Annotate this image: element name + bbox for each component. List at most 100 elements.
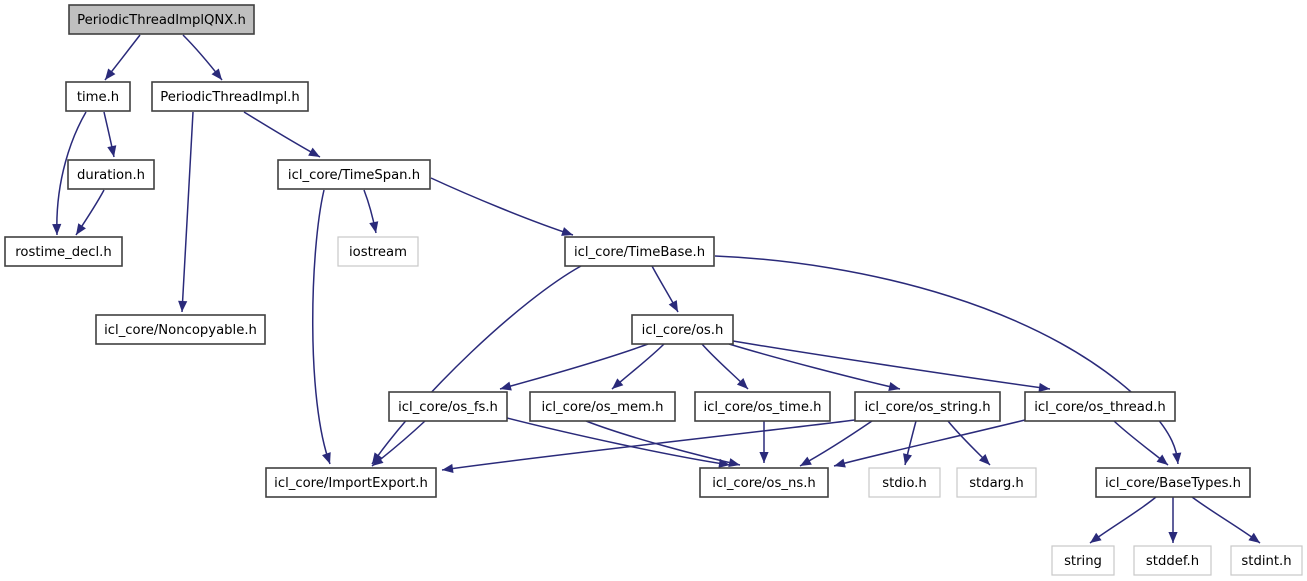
arrowhead-icon [612, 378, 624, 389]
arrowhead-icon [500, 381, 512, 391]
edge-timebase-to-importexport [371, 265, 582, 465]
node-label-rostime: rostime_decl.h [15, 245, 111, 260]
edge-os-to-os_time [701, 343, 749, 390]
arrowhead-icon [728, 458, 740, 468]
arrowhead-icon [1248, 532, 1260, 543]
node-box-timespan[interactable] [277, 159, 431, 190]
node-os_ns[interactable]: icl_core/os_ns.h [699, 467, 829, 498]
node-pti[interactable]: PeriodicThreadImpl.h [151, 81, 309, 112]
node-label-os_thread: icl_core/os_thread.h [1034, 400, 1166, 415]
node-box-time[interactable] [65, 81, 131, 112]
node-box-stdarg[interactable] [956, 467, 1037, 498]
node-label-os_time: icl_core/os_time.h [703, 400, 821, 415]
edge-timespan-to-timebase [430, 177, 574, 236]
arrowhead-icon [372, 455, 384, 466]
node-label-timespan: icl_core/TimeSpan.h [288, 168, 420, 183]
node-label-root: PeriodicThreadImplQNX.h [77, 13, 246, 28]
node-timespan[interactable]: icl_core/TimeSpan.h [277, 159, 431, 190]
edge-time-to-duration [103, 111, 117, 158]
edge-os_fs-to-os_ns [506, 417, 731, 468]
node-box-os_ns[interactable] [699, 467, 829, 498]
arrowhead-icon [736, 378, 748, 389]
edge-os_string-to-os_ns [799, 420, 873, 467]
node-time[interactable]: time.h [65, 81, 131, 112]
edge-basetypes-to-stddef [1168, 497, 1178, 543]
arrowhead-icon [1168, 532, 1178, 543]
node-box-os_time[interactable] [694, 391, 831, 422]
edge-os-to-os_mem [611, 343, 665, 390]
node-duration[interactable]: duration.h [67, 159, 155, 190]
arrowhead-icon [978, 453, 990, 465]
arrowhead-icon [1090, 532, 1102, 543]
node-timebase[interactable]: icl_core/TimeBase.h [564, 236, 715, 267]
arrowhead-icon [834, 458, 846, 468]
node-label-os: icl_core/os.h [642, 323, 724, 338]
node-box-pti[interactable] [151, 81, 309, 112]
node-os_string[interactable]: icl_core/os_string.h [854, 391, 1001, 422]
node-box-timebase[interactable] [564, 236, 715, 267]
arrowhead-icon [800, 456, 812, 466]
node-os_time[interactable]: icl_core/os_time.h [694, 391, 831, 422]
node-box-stdint[interactable] [1230, 545, 1303, 576]
node-box-root[interactable] [68, 4, 255, 35]
edge-timebase-to-os [651, 265, 679, 313]
node-box-basetypes[interactable] [1095, 467, 1251, 498]
node-os_thread[interactable]: icl_core/os_thread.h [1024, 391, 1176, 422]
node-box-os_string[interactable] [854, 391, 1001, 422]
node-box-os[interactable] [631, 314, 734, 345]
edge-basetypes-to-stdint [1191, 496, 1261, 544]
node-string[interactable]: string [1051, 545, 1115, 576]
node-rostime[interactable]: rostime_decl.h [4, 236, 123, 267]
node-label-stdarg: stdarg.h [969, 476, 1024, 491]
edge-timebase-to-basetypes [714, 255, 1182, 465]
edge-time-to-rostime [52, 111, 87, 236]
node-box-stdio[interactable] [868, 467, 941, 498]
edge-timespan-to-iostream [363, 189, 379, 234]
edge-os-to-os_string [728, 343, 901, 392]
edge-os-to-os_fs [499, 343, 649, 391]
node-stdio[interactable]: stdio.h [868, 467, 941, 498]
node-label-iostream: iostream [349, 245, 407, 260]
node-root[interactable]: PeriodicThreadImplQNX.h [68, 4, 255, 35]
arrowhead-icon [759, 452, 769, 463]
arrowhead-icon [52, 223, 62, 235]
node-box-os_thread[interactable] [1024, 391, 1176, 422]
node-label-os_ns: icl_core/os_ns.h [712, 476, 816, 491]
node-label-timebase: icl_core/TimeBase.h [574, 245, 705, 260]
edge-root-to-pti [182, 34, 223, 81]
edge-basetypes-to-string [1089, 496, 1157, 544]
node-importexport[interactable]: icl_core/ImportExport.h [265, 467, 437, 498]
node-box-duration[interactable] [67, 159, 155, 190]
node-box-os_fs[interactable] [388, 391, 508, 422]
node-stddef[interactable]: stddef.h [1133, 545, 1212, 576]
edges-layer [52, 34, 1261, 544]
node-basetypes[interactable]: icl_core/BaseTypes.h [1095, 467, 1251, 498]
node-label-os_string: icl_core/os_string.h [864, 400, 990, 415]
node-iostream[interactable]: iostream [337, 236, 419, 267]
node-box-string[interactable] [1051, 545, 1115, 576]
node-stdarg[interactable]: stdarg.h [956, 467, 1037, 498]
node-stdint[interactable]: stdint.h [1230, 545, 1303, 576]
node-os[interactable]: icl_core/os.h [631, 314, 734, 345]
node-box-stddef[interactable] [1133, 545, 1212, 576]
node-box-importexport[interactable] [265, 467, 437, 498]
node-os_mem[interactable]: icl_core/os_mem.h [529, 391, 676, 422]
arrowhead-icon [107, 145, 117, 157]
node-os_fs[interactable]: icl_core/os_fs.h [388, 391, 508, 422]
node-label-stdint: stdint.h [1241, 554, 1291, 569]
node-box-noncopyable[interactable] [95, 314, 266, 345]
node-box-rostime[interactable] [4, 236, 123, 267]
edge-pti-to-timespan [243, 111, 321, 158]
node-noncopyable[interactable]: icl_core/Noncopyable.h [95, 314, 266, 345]
node-label-pti: PeriodicThreadImpl.h [160, 90, 299, 105]
edge-os_string-to-stdarg [947, 420, 991, 466]
edge-os_mem-to-os_ns [585, 420, 741, 468]
arrowhead-icon [1172, 452, 1182, 464]
edge-os_string-to-stdio [903, 420, 917, 466]
edge-os_thread-to-basetypes [1113, 420, 1169, 466]
node-label-stddef: stddef.h [1146, 554, 1199, 569]
node-box-os_mem[interactable] [529, 391, 676, 422]
node-box-iostream[interactable] [337, 236, 419, 267]
node-label-basetypes: icl_core/BaseTypes.h [1105, 476, 1241, 491]
